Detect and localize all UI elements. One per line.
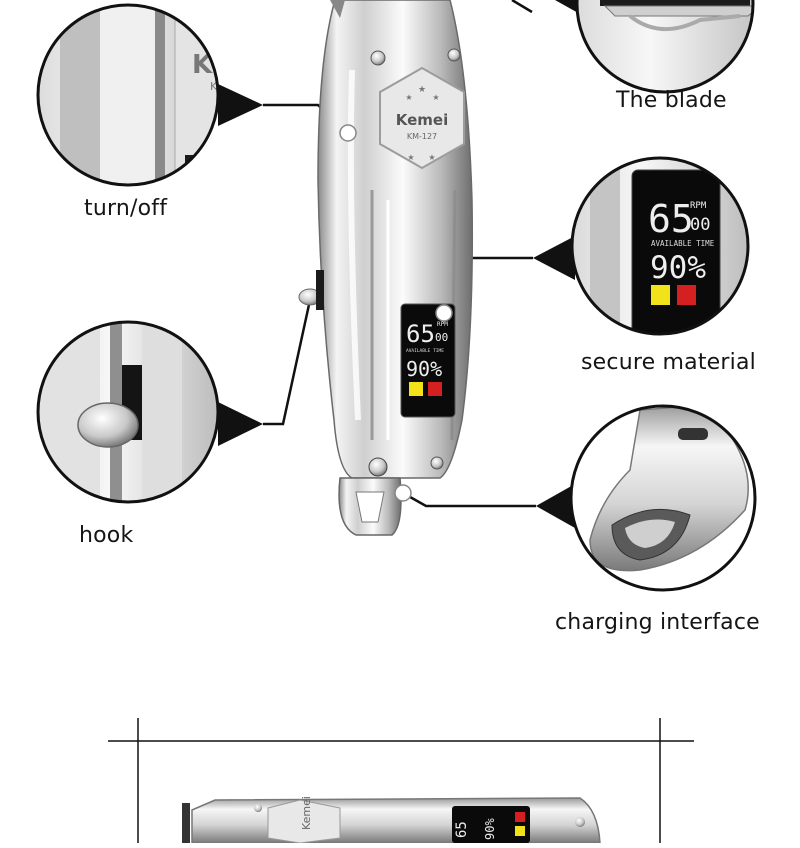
svg-text:AVAILABLE TIME: AVAILABLE TIME [651,239,715,248]
lcd-rpm-value: 65 [406,320,435,348]
star-icon: ★ [407,153,414,162]
hook-knob [77,402,139,448]
label-hook: hook [79,523,134,548]
model-text: KM-127 [407,132,437,141]
zoom-percent: 90% [650,250,706,286]
lcd-available-time: AVAILABLE TIME [406,348,444,354]
star-icon: ★ [428,153,435,162]
svg-text:K: K [210,80,218,93]
plug-icon [677,285,696,305]
label-turn-off: turn/off [84,196,168,221]
star-icon: ★ [432,93,439,102]
zoom-blade [575,0,755,94]
zoom-screen: 65 00 RPM AVAILABLE TIME 90% [570,156,750,336]
logo-badge: Kemei KM-127 ★ ★ ★ ★ ★ [379,66,465,170]
svg-text:Kemei: Kemei [300,796,313,830]
zoom-rpm-value: 65 [648,197,694,241]
lightning-icon [651,285,670,305]
label-charging-interface: charging interface [555,610,760,635]
lcd-rpm-small: 00 [435,331,448,344]
usb-port-icon [678,428,708,440]
lcd-rpm-unit: RPM [437,321,448,328]
dimension-frame [108,718,694,843]
label-secure-material: secure material [581,350,756,375]
clipper-side-view: Kemei 65 90% [182,796,601,844]
plug-icon [428,382,442,396]
svg-text:90%: 90% [483,818,497,840]
svg-text:65: 65 [454,821,470,838]
lightning-icon [409,382,423,396]
star-icon: ★ [405,93,412,102]
zoom-charging [569,404,757,592]
main-clipper: Kemei KM-127 ★ ★ ★ ★ ★ 65 00 RPM AVAILAB… [298,0,474,536]
logo-text: Kemei [396,111,448,129]
zoom-hook [36,320,220,504]
star-icon: ★ [418,84,426,94]
svg-text:00: 00 [690,215,710,235]
lcd-screen: 65 00 RPM AVAILABLE TIME 90% [400,303,456,418]
svg-text:RPM: RPM [690,201,707,211]
zoom-switch: Ke K [36,3,229,187]
lcd-percent: 90% [406,357,442,381]
zoom-logo-text: Ke [192,50,229,80]
label-blade: The blade [616,88,727,113]
